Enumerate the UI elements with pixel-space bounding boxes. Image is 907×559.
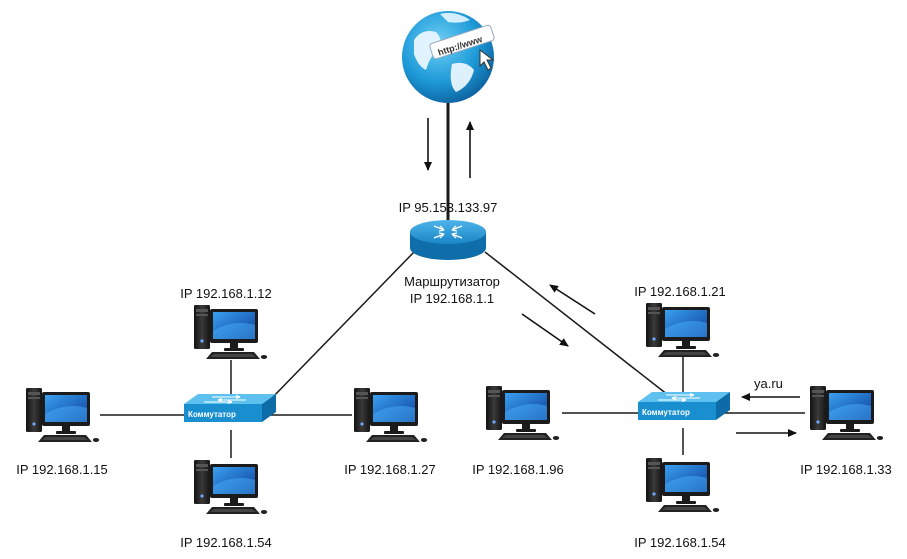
- router-lan-ip: IP 192.168.1.1: [410, 291, 494, 306]
- router-name: Маршрутизатор: [404, 274, 500, 289]
- arrow-to-router-icon: [549, 284, 596, 315]
- pc-right-top-ip: IP 192.168.1.21: [634, 284, 726, 299]
- pc-left-bottom-ip: IP 192.168.1.54: [180, 535, 272, 550]
- pc-left-top: IP 192.168.1.12: [180, 286, 272, 359]
- pc-right-right-ip: IP 192.168.1.33: [800, 462, 892, 477]
- pc-left-right-ip: IP 192.168.1.27: [344, 462, 436, 477]
- pc-left-left: IP 192.168.1.15: [16, 388, 108, 477]
- computer-icon: [646, 303, 720, 357]
- traffic-arrows: [424, 118, 800, 437]
- pc-right-left-ip: IP 192.168.1.96: [472, 462, 564, 477]
- pc-left-bottom: IP 192.168.1.54: [180, 460, 272, 550]
- pc-left-right: IP 192.168.1.27: [344, 388, 436, 477]
- arrow-from-router-icon: [521, 313, 569, 347]
- left-switch-label: Коммутатор: [188, 410, 236, 419]
- pc-right-left: IP 192.168.1.96: [472, 386, 564, 477]
- cursor-icon: [479, 48, 495, 71]
- right-switch-label: Коммутатор: [642, 408, 690, 417]
- internet-globe: http://www: [402, 11, 495, 103]
- pc-right-right: IP 192.168.1.33: [800, 386, 892, 477]
- link-router-left-switch: [269, 251, 415, 401]
- pc-left-left-ip: IP 192.168.1.15: [16, 462, 108, 477]
- router: IP 95.153.133.97 Маршрутизатор IP 192.16…: [399, 200, 500, 306]
- router-wan-ip: IP 95.153.133.97: [399, 200, 498, 215]
- computer-icon: [194, 305, 268, 359]
- computer-icon: [646, 458, 720, 512]
- computer-icon: [26, 388, 100, 442]
- request-label: ya.ru: [754, 376, 783, 391]
- right-switch: Коммутатор: [637, 391, 731, 421]
- left-switch: Коммутатор: [183, 393, 277, 423]
- pc-right-top: IP 192.168.1.21: [634, 284, 726, 357]
- network-links: [100, 102, 805, 458]
- pc-left-top-ip: IP 192.168.1.12: [180, 286, 272, 301]
- pc-right-bottom: IP 192.168.1.54: [634, 458, 726, 550]
- computer-icon: [486, 386, 560, 440]
- router-icon: [410, 220, 486, 244]
- computer-icon: [810, 386, 884, 440]
- pc-right-bottom-ip: IP 192.168.1.54: [634, 535, 726, 550]
- computer-icon: [194, 460, 268, 514]
- computer-icon: [354, 388, 428, 442]
- link-router-right-switch: [484, 251, 669, 396]
